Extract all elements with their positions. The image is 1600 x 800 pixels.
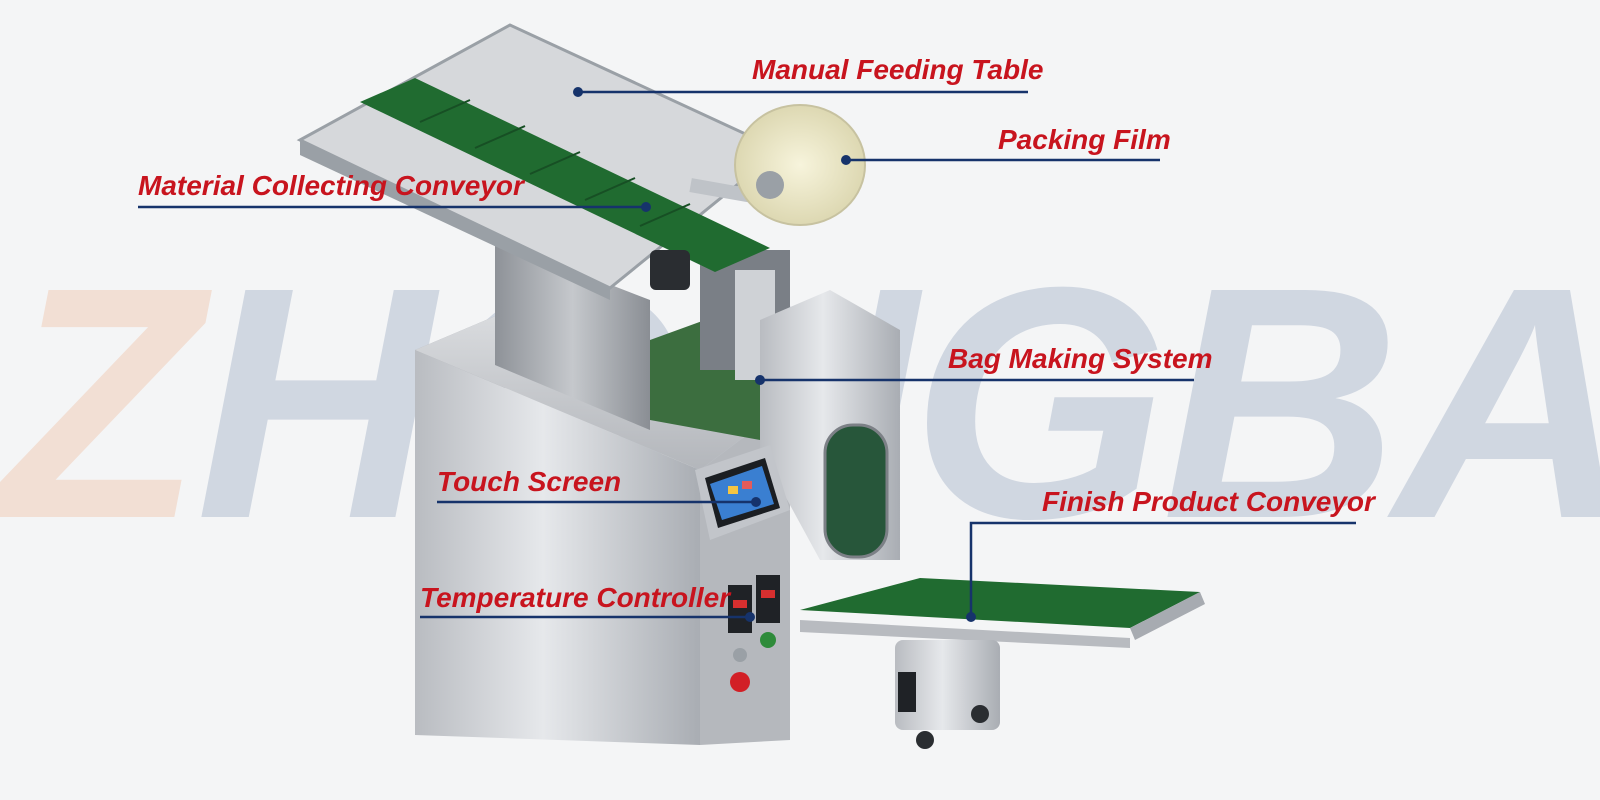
label-temperature-controller: Temperature Controller bbox=[420, 582, 731, 613]
label-manual-feeding-table: Manual Feeding Table bbox=[752, 54, 1044, 85]
label-material-collecting-conveyor: Material Collecting Conveyor bbox=[138, 170, 524, 201]
label-finish-product-conveyor: Finish Product Conveyor bbox=[1042, 486, 1375, 517]
temperature-controller-illustration bbox=[728, 575, 780, 692]
leader-dots bbox=[573, 87, 976, 622]
watermark-z: Z bbox=[0, 238, 202, 568]
feeding-table-illustration bbox=[296, 23, 783, 300]
label-packing-film: Packing Film bbox=[998, 124, 1171, 155]
leader-lines bbox=[138, 90, 1356, 619]
packing-film-roll-illustration bbox=[689, 104, 866, 226]
finish-conveyor-illustration bbox=[800, 578, 1205, 749]
bag-making-system-illustration bbox=[650, 250, 900, 560]
label-bag-making-system: Bag Making System bbox=[948, 343, 1213, 374]
label-touch-screen: Touch Screen bbox=[437, 466, 622, 497]
leader-finish-product-conveyor bbox=[969, 521, 1356, 617]
